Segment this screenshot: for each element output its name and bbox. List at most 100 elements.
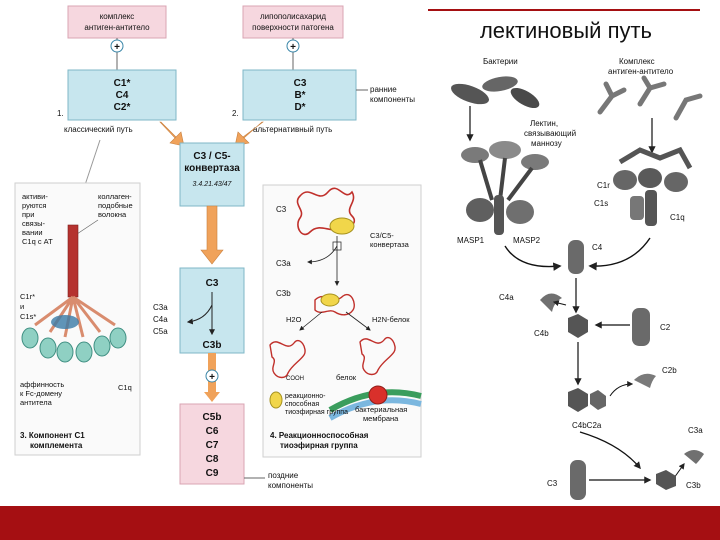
p4-h2n: H2N-белок <box>372 315 410 324</box>
lps-box <box>242 5 344 39</box>
alt-c3: C3 <box>294 78 307 89</box>
early-components-line1: ранние <box>370 85 397 94</box>
p4-c3: C3 <box>276 205 287 214</box>
masp2-label: MASP2 <box>513 236 541 245</box>
early-components-line2: компоненты <box>370 95 415 104</box>
down-arrow-icon <box>200 205 224 265</box>
c1q-head <box>93 335 111 357</box>
c3-molecule <box>570 460 586 500</box>
plus-icon <box>205 369 219 383</box>
c3-box-bottom: C3b <box>203 340 222 351</box>
c1q-label-right: C1q <box>670 213 685 222</box>
thioester-bond <box>320 293 340 307</box>
c3a-label-right: C3a <box>688 426 703 435</box>
c1q-head <box>39 337 57 359</box>
p4-h2o: H2O <box>286 315 302 324</box>
c3a-fragment <box>684 450 704 464</box>
antigen-antibody-box <box>67 5 167 39</box>
c1-component-panel: активи- руются при связы- вании C1q с АТ… <box>14 139 141 456</box>
classic-pathway-box <box>67 69 177 121</box>
c1r-label-right: C1r <box>597 181 610 190</box>
p4-membrane-1: бактериальная <box>355 405 407 414</box>
mbl-masp-complex <box>461 141 549 235</box>
antigen-box-line2: антиген-антитело <box>84 23 150 32</box>
alt-b: B* <box>294 90 305 101</box>
plus-sign: + <box>290 42 296 53</box>
activated-line6: C1q с АТ <box>22 237 53 246</box>
p4-convertase-1: C3/C5- <box>370 231 394 240</box>
lectin-pathway-title: лектиновый путь <box>480 18 652 43</box>
classic-c2: C2* <box>114 102 131 113</box>
activated-line3: при <box>22 210 34 219</box>
c1q-head <box>75 341 93 363</box>
c3-box-top: C3 <box>206 278 219 289</box>
p4-c3b: C3b <box>276 289 291 298</box>
side-c3a: C3a <box>153 303 168 312</box>
lectin-line1: Лектин, <box>530 119 558 128</box>
late-components-line1: поздние <box>268 471 299 480</box>
convertase-line1: C3 / C5- <box>193 151 230 162</box>
collagen-line2: подобные <box>98 201 133 210</box>
masp1-label: MASP1 <box>457 236 485 245</box>
c1r-c1s-complex <box>51 315 79 329</box>
convertase-ec: 3.4.21.43/47 <box>193 181 233 188</box>
c4a-fragment <box>540 293 562 312</box>
left-figure: комплекс антиген-антитело липополисахари… <box>14 5 422 490</box>
c2-label: C2 <box>660 323 671 332</box>
c4b-molecule <box>568 314 588 338</box>
thioester-bond <box>329 217 355 235</box>
c1s-label: C1s* <box>20 312 36 321</box>
classic-c4: C4 <box>116 90 129 101</box>
alt-pathway-label: альтернативный путь <box>253 125 332 134</box>
plus-icon <box>286 39 300 53</box>
alternative-pathway-box <box>242 69 357 121</box>
alt-d: D* <box>294 102 305 113</box>
classic-number: 1. <box>57 109 64 118</box>
plus-icon <box>110 39 124 53</box>
activated-line5: вании <box>22 228 43 237</box>
c4-molecule <box>568 240 584 274</box>
panel4-caption-line1: 4. Реакционноспособная <box>270 431 369 440</box>
p4-cooh: COOH <box>286 376 304 382</box>
late-c7: C7 <box>206 440 219 451</box>
c4bc2a-molecule <box>568 388 588 412</box>
lps-box-line2: поверхности патогена <box>252 23 334 32</box>
late-components-box <box>179 403 245 485</box>
c1q-head <box>21 327 39 349</box>
late-c5b: C5b <box>203 412 222 423</box>
bacteria-icon <box>451 76 540 109</box>
c1q-head <box>56 341 74 363</box>
thioester-panel: C3 C3/C5- конвертаза C3a C3b H2O H2N-бел… <box>262 184 422 458</box>
legend-thioester-icon <box>269 391 283 409</box>
affinity-line3: антитела <box>20 398 53 407</box>
lps-box-line1: липополисахарид <box>260 12 326 21</box>
c1-complex-icon <box>613 146 693 226</box>
collagen-stalk <box>67 224 79 298</box>
late-c6: C6 <box>206 426 219 437</box>
late-c8: C8 <box>206 454 219 465</box>
c3b-molecule <box>656 470 676 490</box>
lectin-pathway-figure: лектиновый путь Бактерии Комплекс антиге… <box>428 0 720 500</box>
affinity-line2: к Fc-домену <box>20 389 62 398</box>
c3b-label-right: C3b <box>686 481 701 490</box>
antibody-complex-icon <box>597 75 703 121</box>
panel3-caption-line1: 3. Компонент C1 <box>20 431 85 440</box>
c4b-label: C4b <box>534 329 549 338</box>
affinity-line1: аффинность <box>20 380 64 389</box>
antigen-box-line1: комплекс <box>100 12 135 21</box>
arrow-icon <box>159 121 185 147</box>
c3-label-right: C3 <box>547 479 558 488</box>
p4-protein: белок <box>336 373 357 382</box>
c4-label: C4 <box>592 243 603 252</box>
c2b-label: C2b <box>662 366 677 375</box>
complex-line2: антиген-антитело <box>608 67 674 76</box>
p4-reactive-2: способная <box>285 400 319 408</box>
plus-sign: + <box>209 372 215 383</box>
bacteria-label: Бактерии <box>483 57 518 66</box>
c1q-label: C1q <box>118 383 132 392</box>
c1r-label: C1r* <box>20 292 35 301</box>
classic-c1: C1* <box>114 78 131 89</box>
alt-number: 2. <box>232 109 239 118</box>
side-c5a: C5a <box>153 327 168 336</box>
